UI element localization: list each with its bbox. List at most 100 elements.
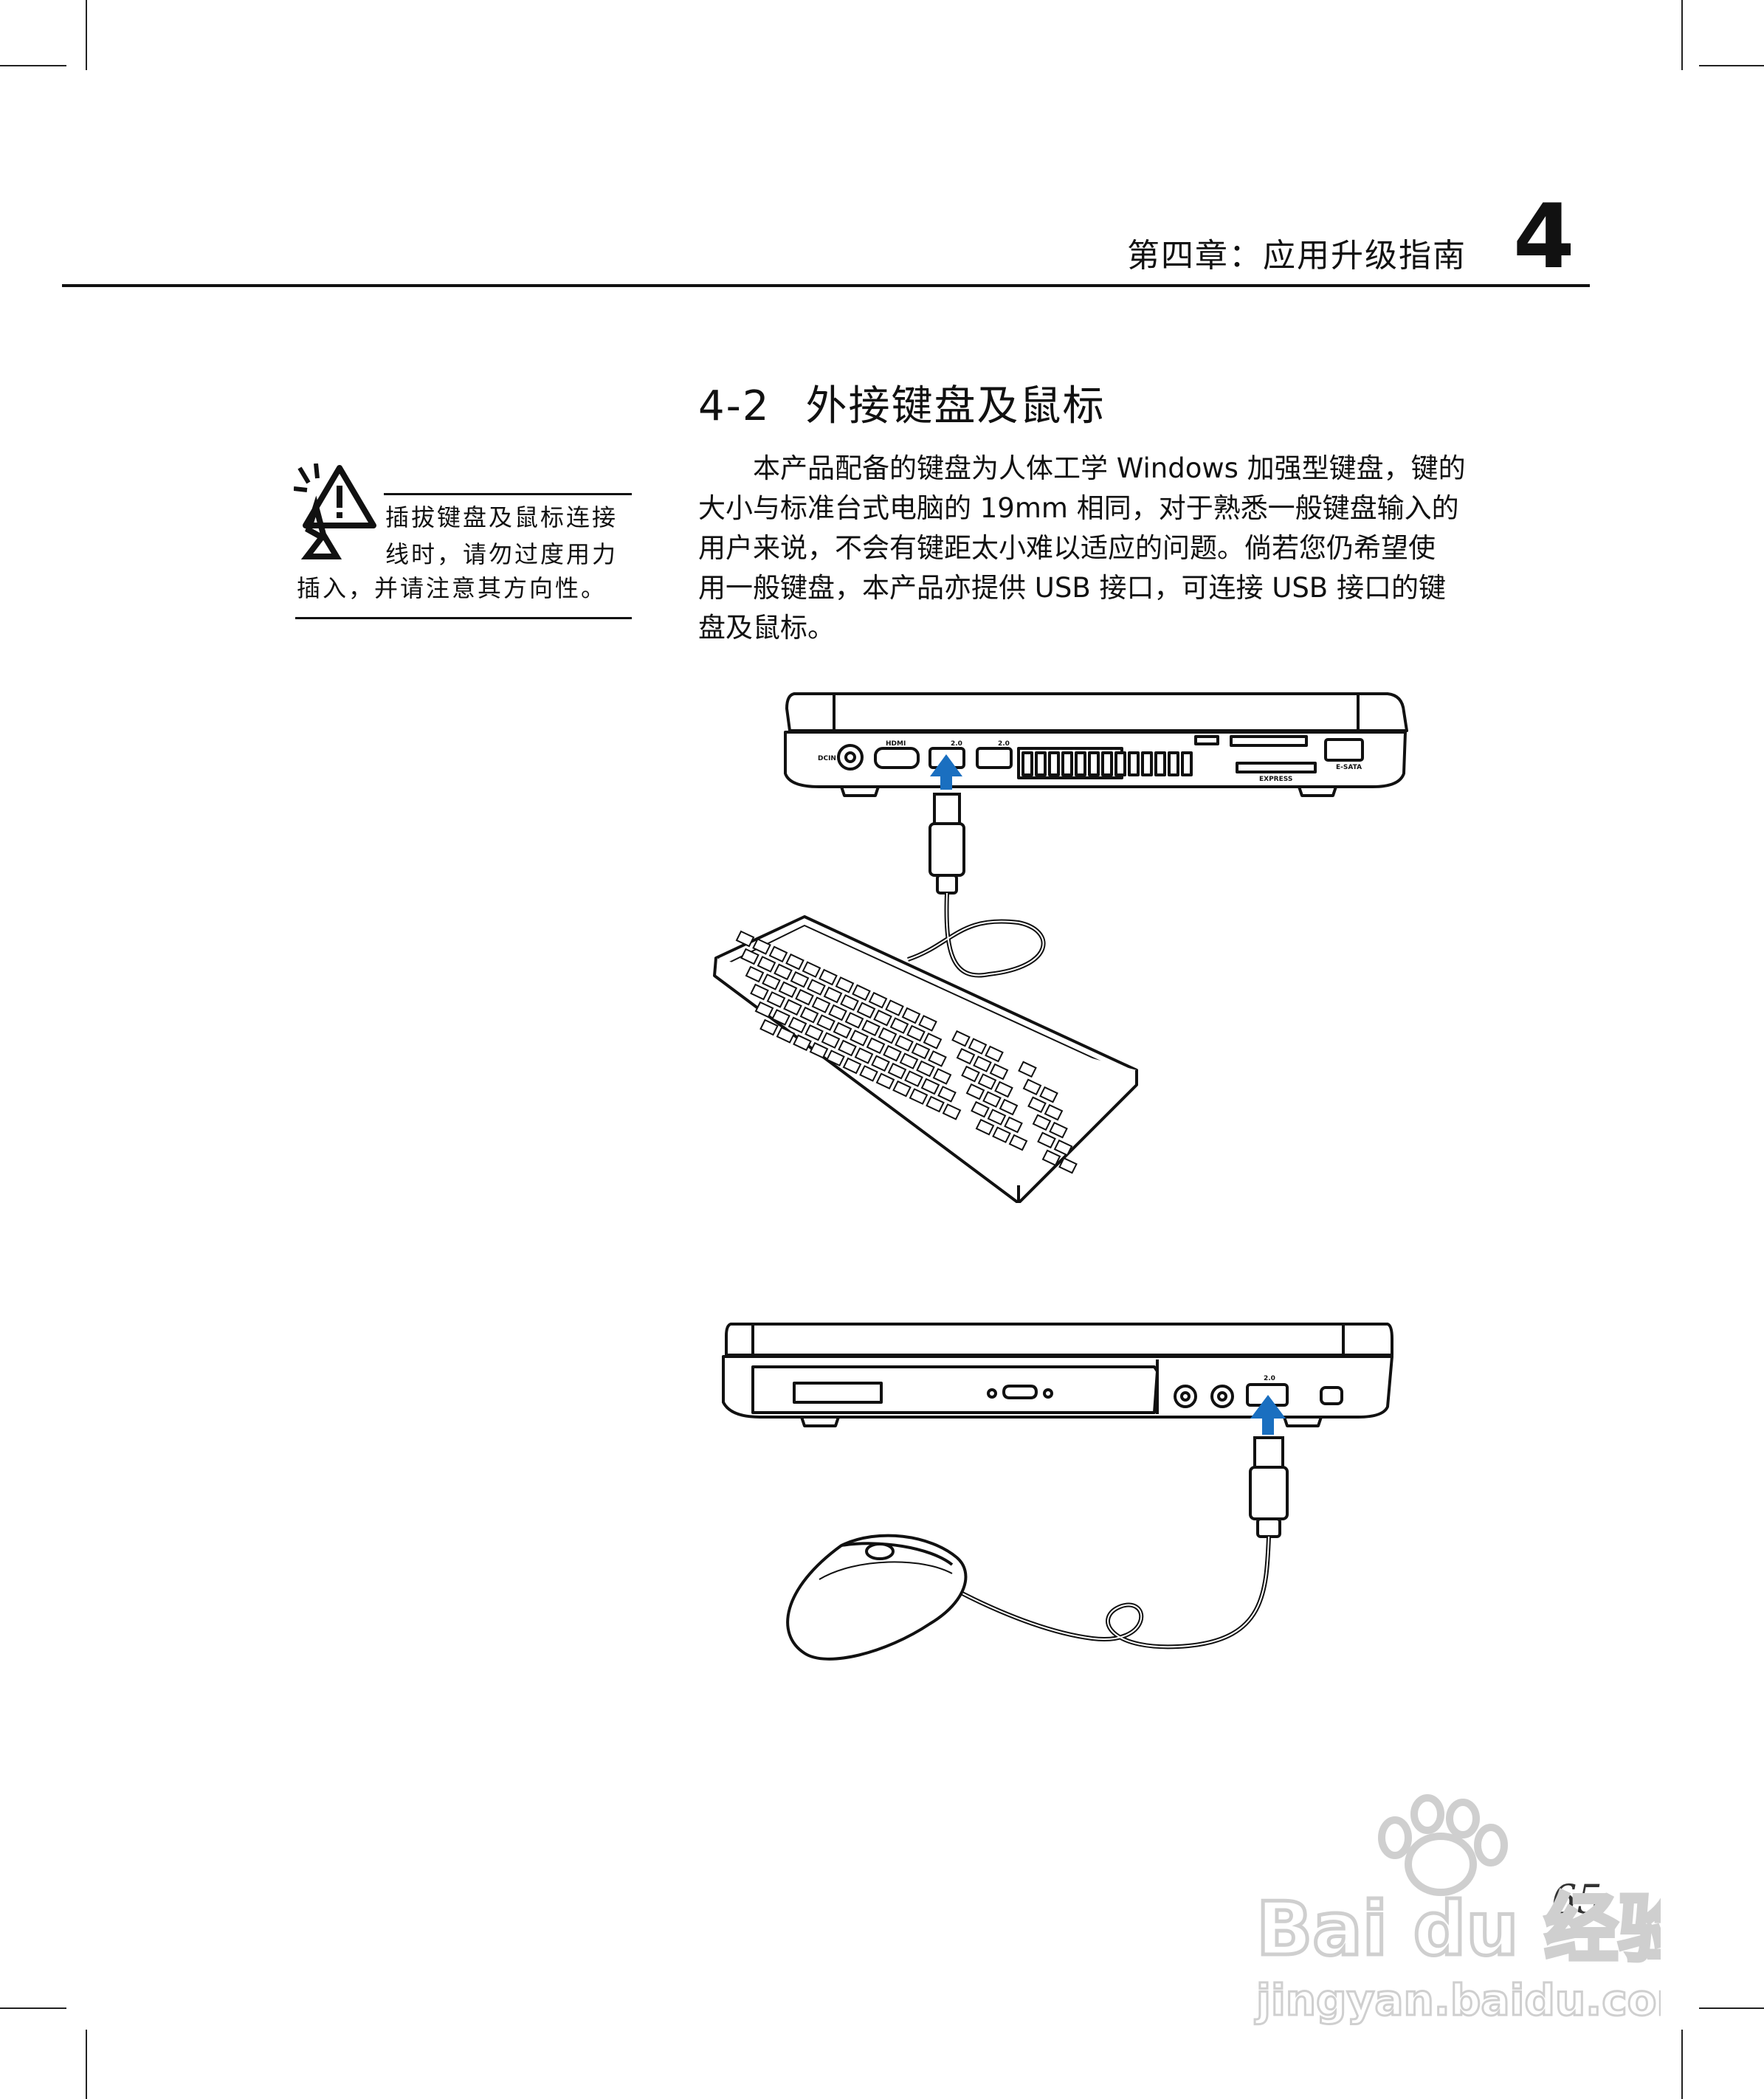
svg-text:jingyan.baidu.com: jingyan.baidu.com [1255,1975,1661,2025]
keyboard-key [987,1109,1007,1126]
keyboard-keys [735,930,1078,1174]
keyboard-key [799,1006,819,1024]
keyboard-key [740,948,759,965]
body-line: 盘及鼠标。 [698,612,835,644]
keyboard-key [989,1063,1009,1080]
keyboard-key [1041,1149,1061,1167]
chapter-title: 第四章：应用升级指南 [1127,237,1467,275]
keyboard-key [923,1033,943,1050]
keyboard-key [878,1027,897,1044]
note-rule-top [384,493,632,495]
insert-arrow [930,754,962,790]
keyboard-key [895,1035,914,1052]
keyboard-key [783,999,802,1016]
port-label: 2.0 [1264,1375,1275,1382]
body-line: 用一般键盘，本产品亦提供 USB 接口，可连接 USB 接口的键 [698,572,1446,604]
keyboard-key [859,1065,878,1082]
keyboard-key [942,1103,962,1120]
mouse-cable [928,1536,1271,1650]
keyboard-key [906,1024,926,1042]
svg-text:Bai du 经验: Bai du 经验 [1256,1886,1661,1972]
keyboard-key [861,1019,881,1037]
keyboard-key [754,1001,774,1019]
keyboard-key [807,979,826,996]
crop-mark [1699,65,1764,66]
keyboard-key [776,1027,796,1044]
keyboard-key [802,961,821,978]
keyboard-key [766,991,786,1008]
keyboard-key [899,1052,919,1069]
crop-mark [86,2030,87,2099]
keyboard-key [833,1021,852,1039]
crop-mark [1681,2030,1683,2099]
keyboard-key [788,1016,807,1034]
keyboard-key [911,1042,931,1060]
keyboard-connection-figure: DCIN HDMI 2.0 2.0 E-SATA EXPRESS [713,692,1408,1203]
keyboard-key [821,1032,841,1049]
keyboard-key [926,1095,945,1113]
keyboard-key [982,1091,1002,1108]
body-line: 大小与标准台式电脑的 19mm 相同，对于熟悉一般键盘输入的 [698,492,1459,524]
keyboard-key [735,930,755,948]
keyboard-key [1018,1061,1037,1078]
esata-port [1324,738,1364,762]
port-label: EXPRESS [1259,776,1292,783]
keyboard-key [965,1083,985,1100]
insert-arrow [1250,1395,1286,1435]
crop-mark [1681,0,1683,70]
keyboard-key [871,1055,890,1072]
body-line: 用户来说，不会有键距太小难以适应的问题。倘若您仍希望使 [698,532,1436,564]
keyboard-key [816,1014,836,1031]
section-title-text: 外接键盘及鼠标 [805,382,1106,430]
keyboard-key [920,1078,940,1095]
crop-mark [0,65,66,66]
keyboard-key [1027,1096,1047,1114]
warning-person-icon [294,463,376,559]
keyboard-key [750,983,769,1001]
keyboard-key [790,971,810,988]
keyboard-key [745,965,765,983]
port-label: E-SATA [1336,764,1362,771]
keyboard-key [901,1007,921,1024]
usb-plug [933,793,961,825]
keyboard-key [793,1034,812,1052]
keyboard-key [856,1002,876,1019]
note-line: 线时，请勿过度用力 [385,540,619,568]
keyboard-key [971,1100,990,1118]
keyboard-key [1049,1121,1068,1139]
keyboard-key [1058,1157,1078,1174]
keyboard-key [811,996,831,1013]
keyboard-key [1053,1139,1073,1157]
baidu-watermark: Bai du 经验 jingyan.baidu.com [1247,1793,1702,2037]
keyboard-key [866,1037,886,1055]
port-label: 2.0 [998,740,1010,748]
keyboard-key [956,1047,976,1065]
keyboard-key [994,1080,1013,1098]
page-number: 65 [1551,1876,1602,1923]
keyboard-key [785,953,805,971]
keyboard-key [826,1050,845,1066]
keyboard-key [932,1068,952,1085]
hdmi-port [874,747,920,769]
keyboard-key [875,1072,895,1090]
keyboard-key [909,1088,928,1105]
keyboard-key [1044,1103,1064,1121]
keyboard-key [850,1030,869,1047]
keyboard-key [999,1098,1019,1116]
port-label: 2.0 [951,740,962,748]
keyboard-key [951,1030,971,1047]
keyboard-key [805,1024,824,1041]
keyboard-key [771,1009,790,1026]
kensington-lock [1320,1386,1343,1405]
crop-mark [1699,2007,1764,2009]
keyboard-key [1004,1116,1023,1134]
body-line: 本产品配备的键盘为人体工学 Windows 加强型键盘，键的 [698,452,1466,484]
keyboard-key [835,976,855,993]
keyboard-key [918,1015,937,1032]
keyboard-key [1032,1114,1052,1131]
keyboard-key [892,1080,912,1097]
keyboard-cable [907,892,1046,978]
keyboard-key [937,1086,957,1103]
keyboard-key [887,1062,907,1080]
